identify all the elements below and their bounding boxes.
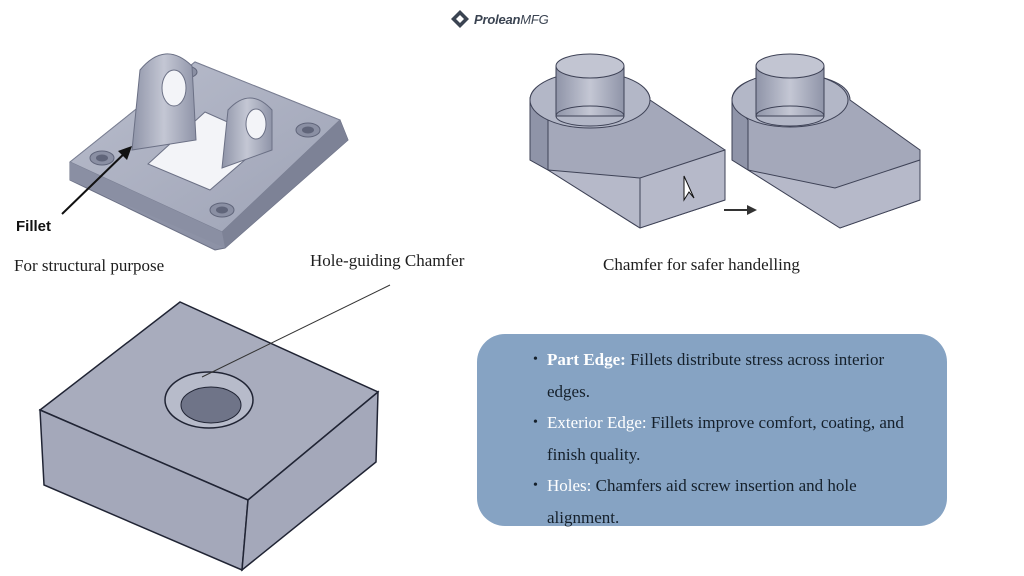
- info-term: Part Edge:: [547, 350, 626, 369]
- chamfer-part-before: [529, 53, 726, 229]
- chamfered-hole-block-illustration: [38, 301, 380, 572]
- chamfer-part-after: [731, 53, 921, 229]
- info-item-holes: Holes: Chamfers aid screw insertion and …: [533, 470, 927, 533]
- caption-hole-guiding-chamfer: Hole-guiding Chamfer: [310, 251, 465, 270]
- info-text: Fillets distribute stress across interio…: [547, 350, 885, 401]
- info-term: Holes:: [547, 476, 592, 495]
- brand-logo: ProleanMFG: [450, 8, 549, 30]
- caption-structural-purpose: For structural purpose: [14, 256, 165, 275]
- info-item-part-edge: Part Edge: Fillets distribute stress acr…: [533, 344, 927, 407]
- caption-safer-handling: Chamfer for safer handelling: [603, 255, 800, 274]
- fillet-label: Fillet: [16, 218, 52, 235]
- info-term: Exterior Edge:: [547, 413, 647, 432]
- info-text: Fillets improve comfort, coating, and fi…: [547, 413, 904, 464]
- prolean-logo-icon: [451, 10, 469, 28]
- fillet-arrow: [61, 146, 132, 215]
- process-arrow: [724, 205, 757, 215]
- brand-name: ProleanMFG: [474, 11, 549, 27]
- info-text: Chamfers aid screw insertion and hole al…: [547, 476, 857, 527]
- fillet-bracket-illustration: [69, 53, 349, 251]
- info-callout-box: Part Edge: Fillets distribute stress acr…: [477, 334, 947, 527]
- info-item-exterior-edge: Exterior Edge: Fillets improve comfort, …: [533, 407, 927, 470]
- hole-chamfer-leader-line: [201, 284, 391, 378]
- info-list: Part Edge: Fillets distribute stress acr…: [533, 344, 927, 533]
